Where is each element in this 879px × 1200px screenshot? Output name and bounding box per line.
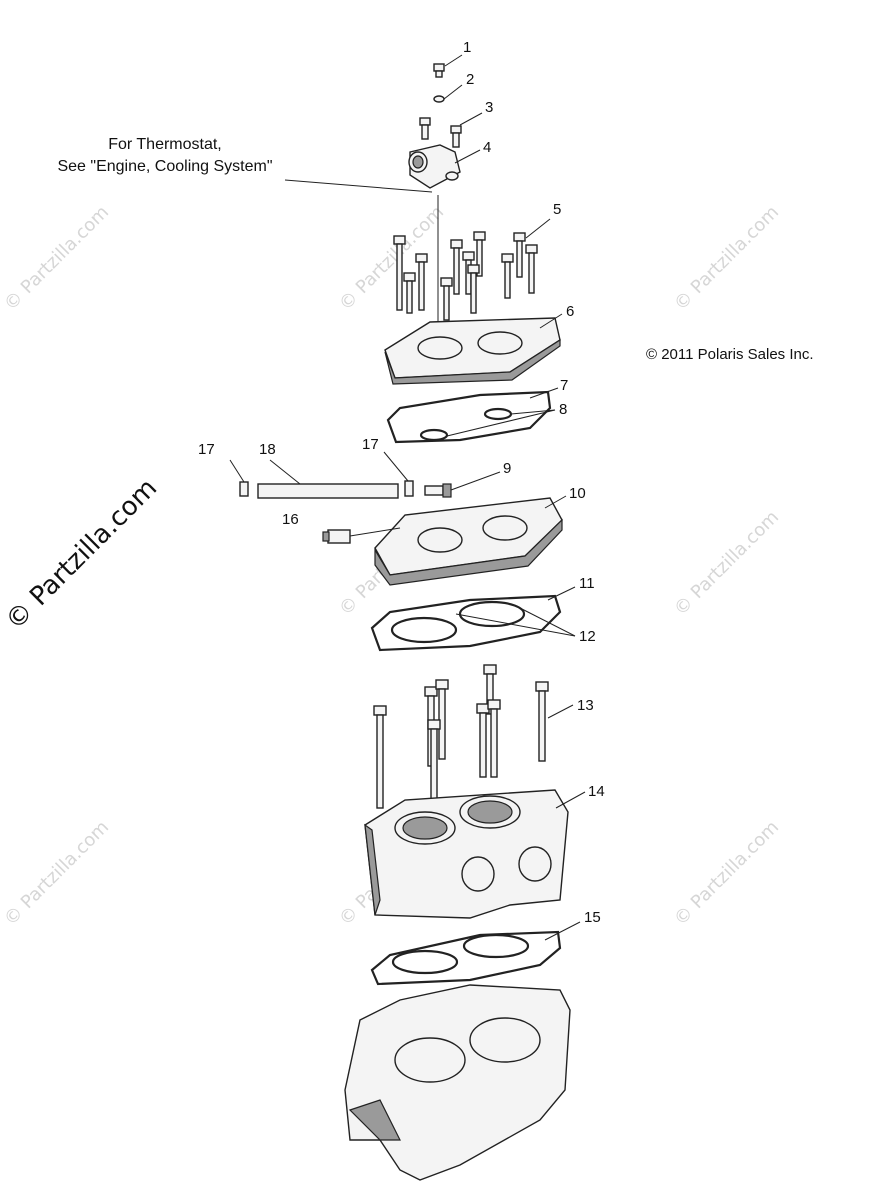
part-15-ring	[462, 933, 530, 959]
callout-12: 12	[579, 628, 596, 645]
thermostat-note: For Thermostat, See "Engine, Cooling Sys…	[20, 134, 310, 178]
callout-6: 6	[566, 303, 574, 320]
part-15-ring	[391, 949, 459, 975]
part-17-hose-clamp-left	[239, 481, 249, 497]
crankcase	[344, 984, 571, 1181]
part-2-washer	[433, 95, 445, 103]
part-14-cylinder-block	[364, 789, 569, 919]
callout-10: 10	[569, 485, 586, 502]
callout-17-left: 17	[198, 441, 215, 458]
part-12-ring	[458, 600, 526, 628]
leader-lines	[229, 54, 586, 941]
callout-15: 15	[584, 909, 601, 926]
callout-13: 13	[577, 697, 594, 714]
part-10-cylinder-head	[374, 497, 563, 586]
part-16-sensor	[322, 529, 351, 544]
part-15-base-gasket	[370, 930, 562, 986]
callout-14: 14	[588, 783, 605, 800]
part-11-gasket	[370, 594, 562, 652]
part-8-o-ring	[483, 407, 513, 421]
part-9-fitting	[424, 483, 452, 498]
callout-2: 2	[466, 71, 474, 88]
part-8-o-ring	[419, 428, 449, 442]
part-13-cylinder-bolts	[373, 664, 549, 809]
copyright-text: © 2011 Polaris Sales Inc.	[646, 346, 814, 363]
callout-9: 9	[503, 460, 511, 477]
part-6-cylinder-head-cover	[384, 317, 561, 385]
note-line-2: See "Engine, Cooling System"	[57, 158, 273, 175]
part-4-thermostat-housing	[408, 144, 461, 189]
callout-3: 3	[485, 99, 493, 116]
part-17-hose-clamp-right	[404, 480, 414, 497]
callout-4: 4	[483, 139, 491, 156]
callout-11: 11	[579, 575, 595, 592]
part-18-hose	[257, 483, 399, 499]
callout-labels: 1 2 3 4 5 6 7 8 9 10 11 12 13 14 15 16 1…	[198, 39, 605, 926]
callout-16: 16	[282, 511, 299, 528]
note-leader-line	[284, 179, 433, 193]
part-5-head-bolts	[393, 231, 538, 321]
part-7-head-gasket	[386, 390, 552, 444]
callout-8: 8	[559, 401, 567, 418]
part-1-bolt	[433, 63, 445, 78]
callout-5: 5	[553, 201, 561, 218]
note-line-1: For Thermostat,	[108, 136, 222, 153]
part-3-bolts	[419, 117, 462, 148]
part-12-ring	[390, 616, 458, 644]
callout-1: 1	[463, 39, 471, 56]
callout-18: 18	[259, 441, 276, 458]
callout-7: 7	[560, 377, 568, 394]
callout-17-right: 17	[362, 436, 379, 453]
